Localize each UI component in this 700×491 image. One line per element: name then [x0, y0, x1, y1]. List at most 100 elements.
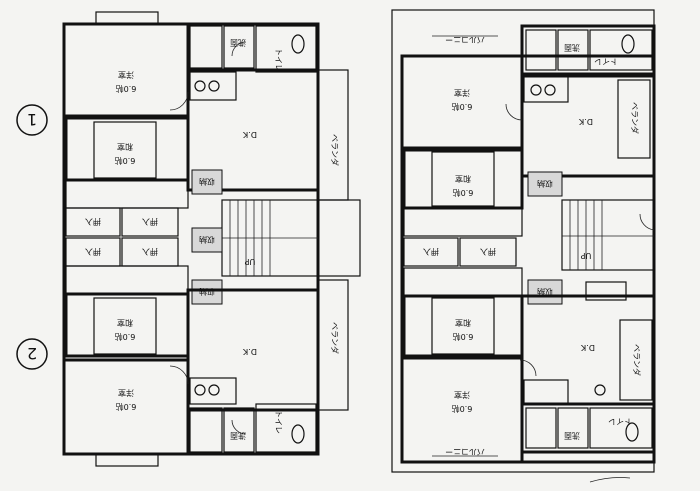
r-label-veranda-lower: ベランダ — [632, 344, 642, 376]
label-closet-upper: 収納 — [199, 177, 215, 187]
right-hall-upper — [403, 207, 523, 237]
label-japanese-lower-size: 6.0帖 — [115, 332, 136, 342]
left-oshiire-2 — [121, 207, 179, 237]
r-label-oshiire-1: 押入 — [423, 247, 439, 257]
label-western-lower: 洋室 — [118, 388, 134, 398]
r-label-washroom-upper: 洗面 — [564, 43, 580, 53]
right-toilet-bowl-upper — [621, 34, 635, 54]
r-label-japanese-upper-size: 6.0帖 — [453, 188, 474, 198]
label-veranda-lower: ベランダ — [330, 322, 340, 354]
r-label-balcony-bottom: バルコニー — [445, 447, 485, 456]
unit-1-text: 1 — [27, 110, 37, 129]
r-label-toilet-upper: トイレ — [594, 57, 618, 66]
unit-number-1: 1 — [16, 104, 48, 136]
right-oshiire-1 — [403, 237, 459, 267]
label-toilet-lower: トイレ — [274, 410, 283, 434]
right-door-swing-2 — [505, 103, 523, 121]
right-floor-plan — [391, 9, 656, 483]
left-stove-lower-a — [194, 384, 206, 396]
r-label-veranda-upper: ベランダ — [630, 102, 640, 134]
right-stove-upper-b — [544, 84, 556, 96]
label-toilet-upper: トイレ — [274, 48, 283, 72]
right-japanese-room-upper — [431, 151, 495, 207]
left-closet-lower — [191, 279, 223, 305]
r-label-western-lower: 洋室 — [454, 390, 470, 400]
label-western-upper-size: 6.0帖 — [116, 84, 137, 94]
left-japanese-room-lower — [93, 297, 157, 355]
left-stove-upper-b — [208, 80, 220, 92]
right-stove-lower-a — [594, 384, 606, 396]
label-oshiire-3: 押入 — [85, 247, 101, 257]
right-washroom-lower — [557, 407, 589, 449]
right-dk-upper — [520, 74, 656, 178]
left-washroom-lower — [223, 407, 255, 453]
label-oshiire-1: 押入 — [85, 217, 101, 227]
left-oshiire-1 — [65, 207, 121, 237]
right-japanese-room-lower — [431, 297, 495, 355]
right-veranda-upper — [617, 79, 651, 159]
right-washroom-upper — [557, 29, 589, 71]
label-japanese-upper-size: 6.0帖 — [115, 156, 136, 166]
left-bath-lower — [189, 407, 223, 453]
right-toilet-upper — [589, 29, 653, 71]
r-label-stair-up: UP — [580, 251, 591, 260]
label-dk-lower: D.K — [242, 347, 257, 356]
right-wet-block-upper — [520, 24, 656, 76]
left-western-room-lower — [62, 358, 190, 456]
r-label-toilet-lower: トイレ — [608, 417, 632, 426]
r-label-japanese-lower: 和室 — [455, 318, 471, 328]
left-door-swing-3 — [169, 365, 189, 385]
left-toilet-lower — [255, 403, 317, 453]
right-oshiire-2 — [459, 237, 517, 267]
left-kitchen-lower — [189, 377, 237, 405]
r-label-closet-upper: 収納 — [537, 179, 553, 189]
label-oshiire-4: 押入 — [142, 247, 158, 257]
left-toilet-upper — [255, 25, 317, 73]
left-closet-mid — [191, 227, 223, 253]
left-door-swing-1 — [169, 91, 189, 111]
right-toilet-lower — [589, 407, 653, 449]
label-stair-up: UP — [244, 257, 255, 266]
label-japanese-upper: 和室 — [117, 142, 133, 152]
label-japanese-lower: 和室 — [117, 318, 133, 328]
right-stove-upper-a — [530, 84, 542, 96]
right-closet-lower — [527, 279, 563, 305]
r-label-western-upper: 洋室 — [454, 88, 470, 98]
right-door-swing-1 — [519, 359, 537, 377]
r-label-japanese-lower-size: 6.0帖 — [453, 332, 474, 342]
label-washroom-upper: 洗面 — [230, 38, 246, 48]
right-pen-mark — [589, 477, 631, 483]
r-label-dk-lower: D.K — [580, 343, 595, 352]
left-door-swing-4 — [231, 419, 247, 435]
r-label-balcony-top: バルコニー — [445, 35, 485, 44]
r-label-western-lower-size: 6.0帖 — [452, 404, 473, 414]
label-western-lower-size: 6.0帖 — [116, 402, 137, 412]
right-bath-upper — [525, 29, 557, 71]
right-closet-upper — [527, 171, 563, 197]
right-toilet-bowl-lower — [625, 422, 639, 442]
right-bath-lower — [525, 407, 557, 449]
unit-number-2: 2 — [16, 338, 48, 370]
r-label-oshiire-2: 押入 — [480, 247, 496, 257]
label-veranda-upper: ベランダ — [330, 134, 340, 166]
left-closet-upper — [191, 169, 223, 195]
right-shoe-box — [585, 281, 627, 301]
left-dk-lower — [186, 288, 320, 412]
left-floor-plan — [62, 11, 361, 467]
label-western-upper: 洋室 — [118, 70, 134, 80]
r-label-dk-upper: D.K — [578, 117, 593, 126]
right-veranda-lower — [619, 319, 653, 401]
left-kitchen-upper — [189, 71, 237, 101]
left-bath-upper — [189, 25, 223, 69]
label-closet-mid: 収納 — [199, 235, 215, 245]
left-toilet-bowl-upper — [291, 34, 305, 54]
r-label-western-upper-size: 6.0帖 — [452, 102, 473, 112]
label-dk-upper: D.K — [242, 130, 257, 139]
label-washroom-lower: 洗面 — [230, 431, 246, 441]
label-oshiire-2: 押入 — [142, 217, 158, 227]
